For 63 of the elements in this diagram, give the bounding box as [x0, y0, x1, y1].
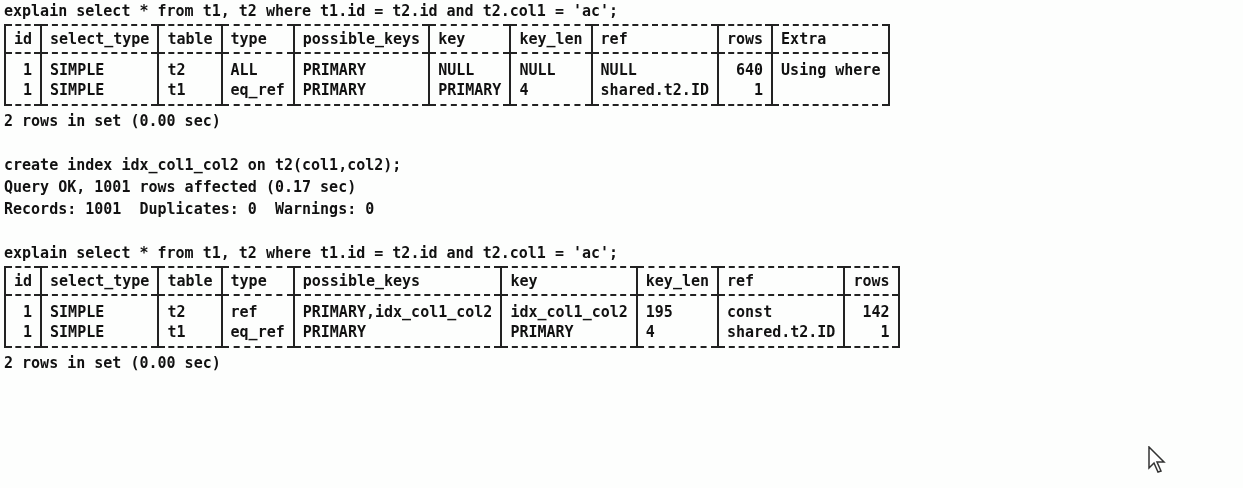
column-header: table	[167, 30, 213, 48]
table-value: PRIMARY	[510, 323, 574, 341]
column-header: id	[14, 272, 33, 290]
column-header: select_type	[50, 30, 150, 48]
column-header: Extra	[781, 30, 827, 48]
status-line: 2 rows in set (0.00 sec)	[4, 111, 221, 132]
table-value: 1	[23, 61, 33, 79]
table-value: 1	[23, 323, 33, 341]
table-value: PRIMARY	[302, 61, 366, 79]
table-value: PRIMARY	[302, 81, 366, 99]
table-value: t2	[167, 303, 186, 321]
table-value: SIMPLE	[50, 323, 105, 341]
column-header: key_len	[645, 272, 710, 290]
table-value: PRIMARY	[302, 323, 366, 341]
table-value: 1	[880, 323, 890, 341]
column-header: possible_keys	[302, 272, 421, 290]
table-value: 4	[645, 323, 655, 341]
table-value: PRIMARY,idx_col1_col2	[302, 303, 493, 321]
table-value: 1	[754, 81, 764, 99]
table-value: NULL	[438, 61, 475, 79]
column-header: possible_keys	[302, 30, 421, 48]
command-line: explain select * from t1, t2 where t1.id = t2.id and t2.col1 = 'ac';	[4, 243, 619, 264]
column-header: table	[167, 272, 213, 290]
table-value: const	[727, 303, 773, 321]
table-value: t1	[167, 323, 186, 341]
table-value: 142	[862, 303, 890, 321]
table-value: 4	[519, 81, 529, 99]
status-line: 2 rows in set (0.00 sec)	[4, 353, 221, 374]
table-value: Using where	[781, 61, 881, 79]
table-value: t2	[167, 61, 186, 79]
table-value: 1	[23, 81, 33, 99]
column-header: id	[14, 30, 33, 48]
column-header: select_type	[50, 272, 150, 290]
table-value: SIMPLE	[50, 61, 105, 79]
table-value: ALL	[230, 61, 258, 79]
column-header: rows	[726, 30, 764, 48]
table-value: shared.t2.ID	[600, 81, 709, 99]
table-value: 195	[645, 303, 673, 321]
table-value: PRIMARY	[438, 81, 502, 99]
table-value: SIMPLE	[50, 81, 105, 99]
table-value: 640	[736, 61, 764, 79]
table-value: SIMPLE	[50, 303, 105, 321]
table-value: t1	[167, 81, 186, 99]
status-line: Records: 1001 Duplicates: 0 Warnings: 0	[4, 199, 375, 220]
table-value: NULL	[519, 61, 556, 79]
column-header: type	[230, 272, 267, 290]
table-value: shared.t2.ID	[727, 323, 836, 341]
table-value: 1	[23, 303, 33, 321]
column-header: key	[510, 272, 538, 290]
table-value: ref	[230, 303, 258, 321]
table-value: NULL	[600, 61, 637, 79]
column-header: type	[230, 30, 267, 48]
table-value: eq_ref	[230, 81, 285, 99]
command-line: create index idx_col1_col2 on t2(col1,col2);	[4, 155, 402, 176]
status-line: Query OK, 1001 rows affected (0.17 sec)	[4, 177, 357, 198]
table-value: eq_ref	[230, 323, 285, 341]
column-header: ref	[727, 272, 755, 290]
command-line: explain select * from t1, t2 where t1.id = t2.id and t2.col1 = 'ac';	[4, 1, 619, 22]
table-value: idx_col1_col2	[510, 303, 628, 321]
column-header: key_len	[519, 30, 583, 48]
column-header: rows	[853, 272, 890, 290]
column-header: key	[438, 30, 466, 48]
column-header: ref	[600, 30, 628, 48]
